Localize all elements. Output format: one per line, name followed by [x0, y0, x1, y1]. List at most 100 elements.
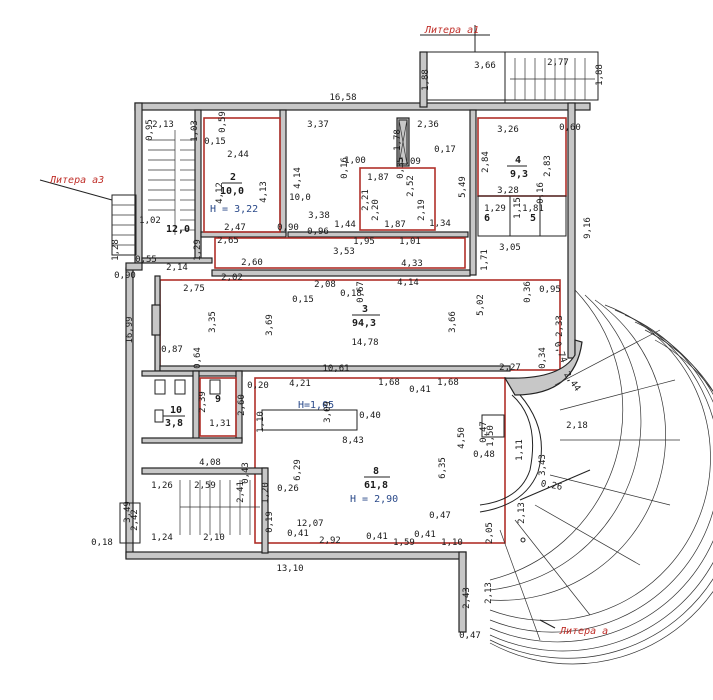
dimension-label: 0,74 — [551, 340, 568, 364]
dimension-label: 6,35 — [438, 457, 448, 479]
rooms-9-10-walls — [141, 370, 243, 444]
outer-walls — [125, 102, 591, 633]
litera-labels: Литера а1 Литера а3 Литера а — [49, 25, 608, 637]
dimension-label: 1,81 — [522, 204, 544, 214]
dimension-label: 4,12 — [215, 182, 225, 204]
dimension-label: 13,10 — [276, 564, 303, 574]
dimension-label: 3,28 — [497, 186, 519, 196]
dimension-label: 3,69 — [265, 314, 275, 336]
dimension-label: 2,47 — [224, 223, 246, 233]
dimension-label: 0,96 — [307, 227, 329, 237]
dimension-label: 2,10 — [203, 533, 225, 543]
dimension-label: 4,14 — [397, 278, 419, 288]
room-3-walls — [151, 275, 561, 372]
dimension-label: 0,41 — [366, 532, 388, 542]
dimension-label: 4,13 — [259, 181, 269, 203]
bay-and-steps — [479, 289, 713, 665]
dimension-label: 1,34 — [429, 219, 451, 229]
stairwell-12 — [141, 109, 213, 264]
dimension-label: 2,27 — [499, 363, 521, 373]
dimension-label: 1,68 — [437, 378, 459, 388]
dimension-label: 1,29 — [193, 239, 203, 261]
heights: H = 3,22 H=1,05 H = 2,90 — [210, 204, 398, 505]
dimension-label: 14,78 — [351, 338, 378, 348]
dimension-label: 9,16 — [583, 217, 593, 239]
dimension-label: 0,40 — [359, 411, 381, 421]
dimension-label: 0,60 — [559, 123, 581, 133]
dimension-label: 3,35 — [208, 311, 218, 333]
dimension-label: 0,41 — [409, 385, 431, 395]
room-3-area: 94,3 — [352, 318, 376, 329]
dimension-label: 1,10 — [256, 411, 266, 433]
dimension-label: 1,59 — [393, 538, 415, 548]
dimension-label: 0,18 — [340, 289, 362, 299]
dimension-label: 4,14 — [293, 167, 303, 189]
dimension-label: 3,43 — [538, 454, 548, 476]
dimension-label: 1,95 — [353, 237, 375, 247]
room-10-area: 3,8 — [165, 418, 183, 429]
dimension-label: 2,83 — [543, 155, 553, 177]
room-8-walls — [141, 377, 506, 554]
dimension-label: 0,95 — [145, 119, 155, 141]
dimension-label: 2,02 — [221, 273, 243, 283]
dimension-label: 3,66 — [474, 61, 496, 71]
dimension-label: 1,09 — [399, 157, 421, 167]
dimension-label: 0,43 — [241, 462, 251, 484]
dimension-label: 2,20 — [371, 199, 381, 221]
dimension-label: 0,41 — [414, 530, 436, 540]
dimension-label: 0,47 — [429, 511, 451, 521]
dimension-label: 0,55 — [135, 255, 157, 265]
dimension-label: 2,60 — [237, 394, 247, 416]
dimension-label: 2,08 — [314, 280, 336, 290]
dimension-label: 2,44 — [227, 150, 249, 160]
dimension-label: 0,48 — [473, 450, 495, 460]
dimension-label: 2,13 — [517, 502, 527, 524]
dimension-label: 0,26 — [540, 479, 563, 493]
dimension-label: 3,53 — [333, 247, 355, 257]
dimension-label: 5,02 — [476, 294, 486, 316]
dimension-label: 2,39 — [198, 391, 208, 413]
dimension-label: 2,84 — [481, 151, 491, 173]
dimension-label: 4,50 — [457, 427, 467, 449]
dimension-label: 4,33 — [401, 259, 423, 269]
dimension-label: 10,61 — [322, 364, 349, 374]
room-5-number: 5 — [530, 213, 536, 224]
dimension-label: 0,35 — [396, 157, 406, 179]
dimension-label: 2,75 — [183, 284, 205, 294]
dimension-label: 2,65 — [217, 236, 239, 246]
dimension-label: 0,87 — [161, 345, 183, 355]
dimension-label: 0,90 — [114, 271, 136, 281]
room-12-area: 12,0 — [166, 224, 190, 235]
room-6-number: 6 — [484, 213, 490, 224]
dimension-label: 1,24 — [151, 533, 173, 543]
dimension-label: 16,99 — [125, 316, 135, 343]
dimension-label: 1,87 — [367, 173, 389, 183]
dimension-label: 2,41 — [236, 481, 246, 503]
room-4-number: 4 — [515, 155, 521, 166]
dimension-label: 1,31 — [209, 419, 231, 429]
room-3-number: 3 — [362, 304, 368, 315]
dimension-label: 0,59 — [218, 111, 228, 133]
dimension-label: 0,15 — [204, 137, 226, 147]
dimension-label: 2,13 — [152, 120, 174, 130]
dimension-label: 3,05 — [499, 243, 521, 253]
dimension-label: 2,19 — [417, 199, 427, 221]
dimension-label: 2,33 — [555, 315, 565, 337]
dimension-label: 2,59 — [194, 481, 216, 491]
dimension-label: 1,15 — [513, 197, 523, 219]
dimension-label: 6,29 — [293, 459, 303, 481]
height-room-2: H = 3,22 — [210, 204, 258, 215]
dimension-label: 1,87 — [384, 220, 406, 230]
dimension-label: 3,38 — [308, 211, 330, 221]
dimension-label: 0,17 — [434, 145, 456, 155]
dimension-label: 0,64 — [193, 347, 203, 369]
dimension-label: 1,10 — [441, 538, 463, 548]
dimension-label: 4,21 — [289, 379, 311, 389]
dimension-label: 0,19 — [265, 511, 275, 533]
dimension-label: 10,0 — [289, 193, 311, 203]
dimension-label: 3,66 — [448, 311, 458, 333]
dimension-label: 1,29 — [484, 204, 506, 214]
dimension-label: 0,18 — [91, 538, 113, 548]
dimension-label: 3,37 — [307, 120, 329, 130]
